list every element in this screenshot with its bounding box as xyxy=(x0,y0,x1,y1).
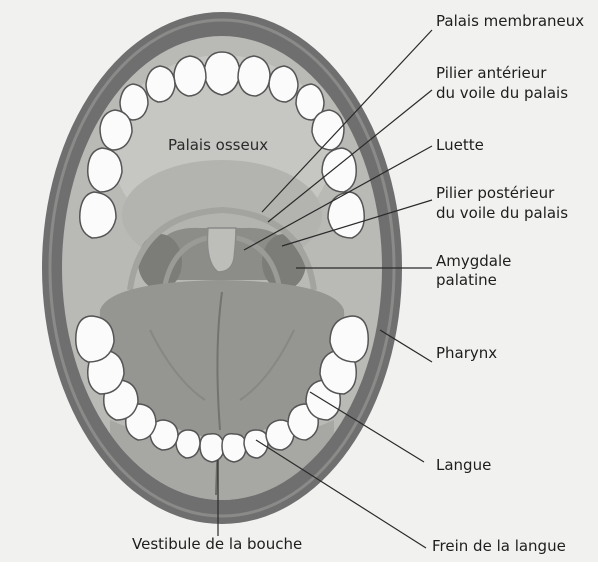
label-luette: Luette xyxy=(436,136,484,155)
label-palais-osseux: Palais osseux xyxy=(168,136,268,155)
label-palais-membraneux: Palais membraneux xyxy=(436,12,584,31)
label-pharynx: Pharynx xyxy=(436,344,497,363)
label-amygdale-line2: palatine xyxy=(436,271,497,290)
label-pilier-posterieur-line2: du voile du palais xyxy=(436,204,568,223)
label-frein-de-la-langue: Frein de la langue xyxy=(432,537,566,556)
label-pilier-anterieur-line2: du voile du palais xyxy=(436,84,568,103)
label-langue: Langue xyxy=(436,456,491,475)
label-pilier-posterieur-line1: Pilier postérieur xyxy=(436,184,554,203)
label-amygdale-line1: Amygdale xyxy=(436,252,511,271)
label-vestibule-de-la-bouche: Vestibule de la bouche xyxy=(132,535,302,554)
uvula xyxy=(207,228,236,272)
label-pilier-anterieur-line1: Pilier antérieur xyxy=(436,64,546,83)
